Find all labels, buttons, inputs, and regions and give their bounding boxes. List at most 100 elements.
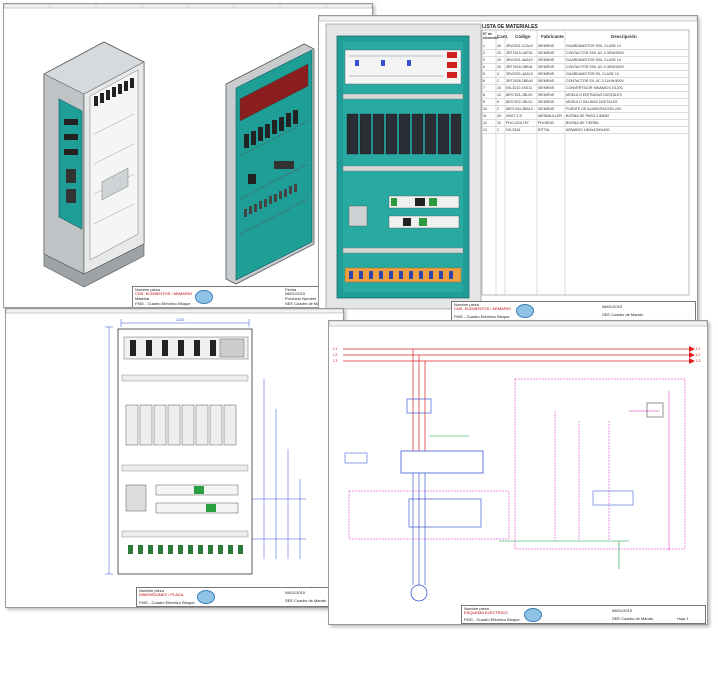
bom-cell-code: XBUT-2.5 [506, 114, 522, 118]
title-block: Nombre pieza CNS. ELEMENTOS / ARMARIO Ma… [132, 286, 371, 307]
bom-cell-desc: CONTACTOR S00, AC-3 3KW/400V [566, 51, 624, 55]
bom-cell-q: 12 [497, 93, 501, 97]
bom-cell-desc: ARMARIO 1800x1200x400 [566, 128, 610, 132]
panel-isometric [225, 43, 315, 285]
bom-cell-n: 3 [483, 58, 485, 62]
title-block-project: FMG - Cuadro Eléctrico Bloque [135, 301, 191, 306]
bom-cell-mfr: SIEMENS [538, 100, 555, 104]
bom-cell-desc: GUARDAMOTOR S00, CLASE 10 [566, 58, 621, 62]
title-block-sheet-number: Hoja 1 [677, 616, 689, 621]
title-block-project: FMG - Cuadro Eléctrico Bloque [139, 600, 195, 605]
bom-cell-desc: GUARDAMOTOR S0, CLASE 10 [566, 72, 619, 76]
title-block-label: Nombre pieza [454, 302, 479, 307]
bom-cell-code: 6ES7521-1BL00 [506, 93, 533, 97]
bom-header-number: N° de elemento [483, 32, 499, 40]
bom-title: LISTA DE MATERIALES [482, 24, 538, 30]
sheet-dimensions: 11101070 Nombre pieza DIMENSIONES / PLAC… [5, 308, 344, 608]
title-block-label: Nombre pieza [139, 588, 164, 593]
title-block-date-label: Fecha [285, 287, 297, 292]
bom-cell-mfr: SIEMENS [538, 107, 555, 111]
bom-row: 12 10 PHO-3211757 PHOENIX BORNA DE TIERRA [482, 120, 689, 127]
bom-row: 2 20 3RT2015-1AP01 SIEMENS CONTACTOR S00, AC… [482, 50, 689, 57]
bom-cell-code: PHO-3211757 [506, 121, 529, 125]
bom-cell-mfr: SIEMENS [538, 51, 555, 55]
bom-cell-q: 20 [497, 65, 501, 69]
bom-cell-code: 3RT2015-1AP01 [506, 51, 533, 55]
bus-label-l1-left: L1 [333, 346, 338, 351]
bom-header-description: Descripción [611, 34, 637, 39]
sheet-schematic: L1 L2 L3 L1 L2 L3 Nombre pieza ESQUEMA E… [328, 320, 708, 625]
title-block-date: 08/01/2019 [285, 291, 306, 296]
electrical-schematic [329, 321, 707, 602]
bom-cell-mfr: PHOENIX [538, 121, 555, 125]
bom-cell-desc: MODULO ENTRADAS DIGITALES [566, 93, 622, 97]
company-logo-icon [195, 290, 213, 304]
bom-cell-q: 20 [497, 51, 501, 55]
bom-cell-mfr: RITTAL [538, 128, 551, 132]
cabinet-open-isometric [43, 41, 145, 288]
title-block-date: 08/01/2019 [612, 608, 633, 613]
bom-cell-n: 10 [483, 107, 487, 111]
bom-cell-mfr: SIEMENS [538, 65, 555, 69]
bom-cell-q: 6 [497, 100, 499, 104]
bom-cell-q: 10 [497, 86, 501, 90]
title-block-label: Nombre pieza [464, 606, 489, 611]
dimensioned-panel-drawing: 11101070 [6, 309, 343, 575]
isometric-cabinets-drawing [4, 4, 372, 288]
title-block-date: 08/01/2019 [285, 590, 306, 595]
title-block-drawing-name: ESQUEMA ELECTRICO [464, 610, 508, 615]
bom-cell-n: 1 [483, 44, 485, 48]
bom-cell-n: 9 [483, 100, 485, 104]
bom-cell-mfr: SIEMENS [538, 93, 555, 97]
bom-cell-n: 2 [483, 51, 485, 55]
bom-cell-q: 20 [497, 58, 501, 62]
company-logo-icon [524, 608, 542, 622]
bus-label-l2-left: L2 [333, 352, 338, 357]
sheet-layout-bom: LISTA DE MATERIALES N° de elemento Cant.… [318, 15, 698, 322]
bom-cell-n: 7 [483, 86, 485, 90]
bom-header-qty: Cant. [497, 34, 509, 39]
bom-cell-desc: FUENTE DE ALIMENTACION 24V [566, 107, 622, 111]
bom-cell-n: 4 [483, 65, 485, 69]
bom-cell-desc: GUARDAMOTOR S00, CLASE 10 [566, 44, 621, 48]
bus-label-l1-right: L1 [696, 346, 701, 351]
bom-cell-code: NS-3345 [506, 128, 521, 132]
bom-cell-desc: CONTACTOR S00, AC-3 4KW/400V [566, 65, 624, 69]
bus-label-l3-right: L3 [696, 358, 701, 363]
bom-cell-q: 2 [497, 107, 499, 111]
bom-cell-code: 3RT2026-1BB40 [506, 79, 533, 83]
bom-cell-desc: BORNA DE PASO 2.5MM2 [566, 114, 610, 118]
title-block-product: SEE Cuadro de Mando [285, 301, 327, 306]
company-logo-icon [197, 590, 215, 604]
bom-cell-desc: CONTACTOR S0, AC-3 11KW/400V [566, 79, 624, 83]
svg-text:1110: 1110 [176, 317, 185, 322]
bom-cell-desc: BORNA DE TIERRA [566, 121, 599, 125]
title-block: Nombre pieza DIMENSIONES / PLACA FMG - C… [136, 587, 342, 607]
bom-header-manufacturer: Fabricante [541, 34, 564, 39]
sheet-3d-views: Nombre pieza CNS. ELEMENTOS / ARMARIO Ma… [3, 3, 373, 308]
bom-cell-code: 6SL3210-1KE11 [506, 86, 533, 90]
company-logo-icon [516, 304, 534, 318]
bom-cell-code: 3RV2011-1CA10 [506, 44, 533, 48]
bom-cell-q: 1 [497, 128, 499, 132]
title-block-drawing-name: DIMENSIONES / PLACA [139, 592, 184, 597]
title-block-date: 08/01/2019 [602, 304, 623, 309]
title-block-drawing-name: CNS. ELEMENTOS / ARMARIO [454, 306, 512, 311]
bom-cell-n: 12 [483, 121, 487, 125]
bom-cell-code: 3RT2016-1BB41 [506, 65, 533, 69]
bom-cell-n: 11 [483, 114, 487, 118]
bom-cell-q: 10 [497, 121, 501, 125]
title-block-drawing-name: CNS. ELEMENTOS / ARMARIO [135, 291, 193, 296]
bom-cell-mfr: SIEMENS [538, 86, 555, 90]
bom-row: 4 20 3RT2016-1BB41 SIEMENS CONTACTOR S00, AC… [482, 64, 689, 71]
panel-layout-drawing [319, 16, 697, 310]
title-block-project: FMG - Cuadro Eléctrico Bloque [464, 617, 520, 622]
